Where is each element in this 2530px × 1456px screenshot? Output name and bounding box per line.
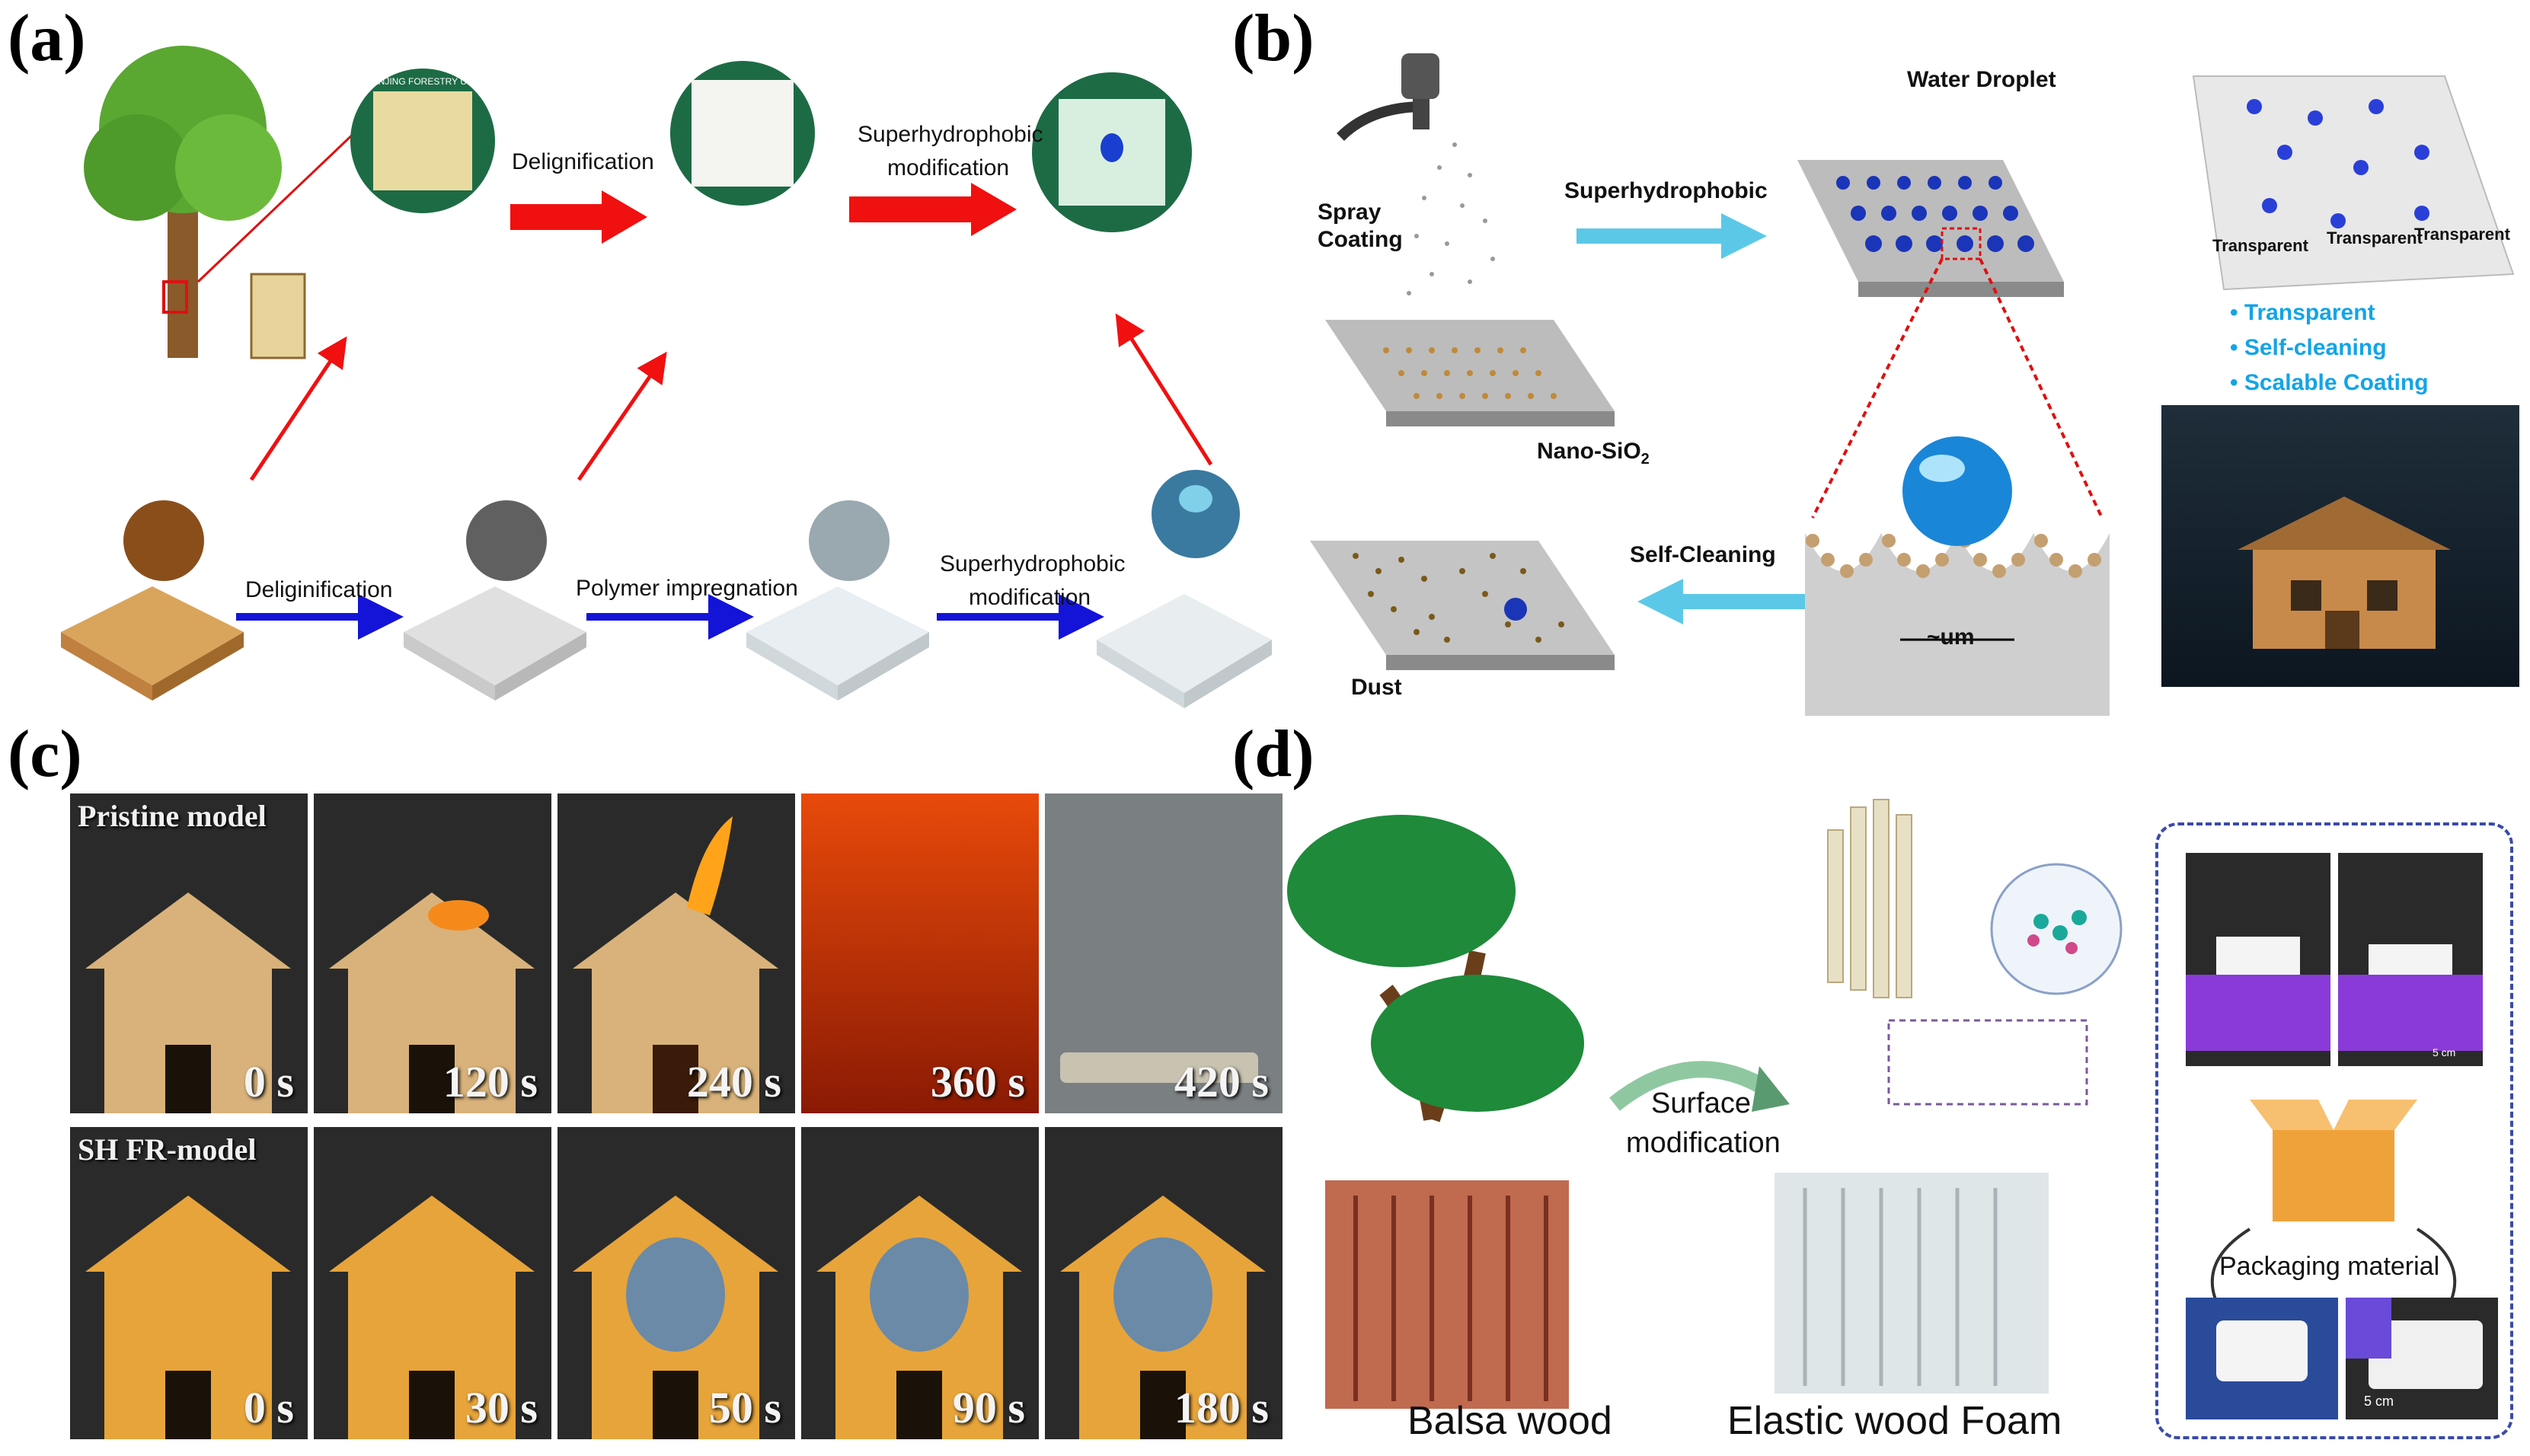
shfr-180s: 180 s bbox=[1045, 1127, 1283, 1439]
red-arrow-modification bbox=[849, 183, 1017, 236]
wood-foam-illustration bbox=[1775, 799, 2123, 1394]
compress-photo-1 bbox=[2186, 853, 2330, 1066]
house-shfr-char-2 bbox=[816, 1196, 1022, 1439]
shfr-30s: 30 s bbox=[314, 1127, 551, 1439]
surface-label-1: Surface bbox=[1651, 1087, 1751, 1119]
balsa-wood-label: Balsa wood bbox=[1407, 1399, 1612, 1443]
wood-foam-label: Elastic wood Foam bbox=[1727, 1399, 2062, 1443]
step-superhydrophobic-2: Superhydrophobic bbox=[940, 551, 1126, 576]
impregnated-block bbox=[746, 497, 929, 701]
step-modification: modification bbox=[887, 155, 1010, 180]
nano-sio2-label: Nano-SiO2 bbox=[1537, 439, 1650, 468]
self-cleaning-label: Self-Cleaning bbox=[1630, 542, 1776, 567]
wood-veneer-photo bbox=[350, 69, 495, 213]
transparent-word-1: Transparent bbox=[2212, 236, 2308, 255]
time-label: 180 s bbox=[1174, 1383, 1269, 1432]
water-droplet-label: Water Droplet bbox=[1907, 67, 2056, 92]
house-shfr bbox=[85, 1196, 291, 1439]
dust-label: Dust bbox=[1351, 675, 1402, 700]
transparent-sheet bbox=[2192, 75, 2515, 291]
house-flames bbox=[573, 816, 778, 1113]
spray-particles bbox=[1407, 142, 1495, 295]
time-label: 30 s bbox=[465, 1383, 538, 1432]
shfr-label: SH FR-model bbox=[78, 1132, 257, 1167]
step-superhydrophobic: Superhydrophobic bbox=[858, 122, 1043, 147]
step-polymer-impregnation: Polymer impregnation bbox=[576, 576, 798, 601]
surface-label-2: modification bbox=[1626, 1127, 1781, 1159]
spray-gun-icon bbox=[1337, 53, 1439, 142]
panel-b-letter: (b) bbox=[1232, 2, 1315, 75]
house-shfr-2 bbox=[329, 1196, 535, 1439]
panel-c-letter: (c) bbox=[8, 717, 82, 791]
logo-text-1: NANJING FORESTRY UNIVERSITY bbox=[366, 76, 516, 87]
panel-a-letter: (a) bbox=[8, 2, 86, 75]
packaging-inset: 5 cm Packaging material 5 cm bbox=[2155, 822, 2513, 1439]
transparent-word-3: Transparent bbox=[2414, 225, 2510, 244]
shfr-90s: 90 s bbox=[801, 1127, 1039, 1439]
step-delignification: Delignification bbox=[512, 149, 654, 174]
pristine-0s: Pristine model 0 s bbox=[70, 793, 308, 1113]
feature-scalable-coating: • Scalable Coating bbox=[2230, 370, 2429, 395]
microstructure-droplet bbox=[1805, 436, 2110, 716]
pristine-120s: 120 s bbox=[314, 793, 551, 1113]
packaging-label: Packaging material bbox=[2219, 1252, 2440, 1281]
um-label: ~um bbox=[1927, 624, 1975, 650]
time-label: 50 s bbox=[708, 1383, 781, 1432]
pristine-360s: 360 s bbox=[801, 793, 1039, 1113]
time-label: 0 s bbox=[243, 1057, 294, 1106]
feature-self-cleaning: • Self-cleaning bbox=[2230, 335, 2387, 360]
dusty-surface bbox=[1310, 541, 1615, 670]
cyan-arrow-superhydrophobic bbox=[1576, 213, 1767, 259]
shfr-50s: 50 s bbox=[557, 1127, 795, 1439]
shfr-0s: SH FR-model 0 s bbox=[70, 1127, 308, 1439]
house-burning-start bbox=[329, 892, 535, 1113]
rain-house-photo bbox=[2161, 405, 2519, 687]
step-modification-2: modification bbox=[969, 585, 1091, 610]
foam-block-photo bbox=[2346, 1298, 2498, 1419]
box-icon bbox=[2250, 1100, 2417, 1221]
house-illustration bbox=[2238, 497, 2451, 649]
cyan-arrow-self-cleaning bbox=[1637, 579, 1805, 624]
pristine-label: Pristine model bbox=[78, 799, 267, 833]
scale-label-1: 5 cm bbox=[2433, 1046, 2456, 1058]
superhydrophobic-wood-photo bbox=[1032, 72, 1192, 232]
panel-d-letter: (d) bbox=[1232, 717, 1315, 791]
balsa-tree bbox=[1287, 815, 1584, 1409]
red-arrow-delignification bbox=[510, 190, 647, 244]
time-label: 360 s bbox=[930, 1057, 1025, 1106]
tree-illustration bbox=[84, 46, 306, 359]
time-label: 120 s bbox=[442, 1057, 538, 1106]
step-deliginification: Deliginification bbox=[245, 577, 393, 602]
foam-pieces-photo bbox=[2186, 1298, 2338, 1419]
superhydrophobic-block bbox=[1097, 467, 1272, 708]
pristine-420s: 420 s bbox=[1045, 793, 1283, 1113]
superhydrophobic-label: Superhydrophobic bbox=[1564, 178, 1768, 203]
transparent-word-2: Transparent bbox=[2327, 228, 2423, 247]
time-label: 240 s bbox=[686, 1057, 781, 1106]
pristine-240s: 240 s bbox=[557, 793, 795, 1113]
house-pristine bbox=[85, 892, 291, 1113]
time-label: 420 s bbox=[1174, 1057, 1269, 1106]
delignified-wood-photo bbox=[670, 61, 815, 206]
spray-label-2: Coating bbox=[1318, 227, 1403, 252]
house-shfr-char-3 bbox=[1060, 1196, 1266, 1439]
delignified-block bbox=[404, 497, 586, 701]
substrate-nano-sio2 bbox=[1325, 320, 1615, 426]
feature-transparent: • Transparent bbox=[2230, 300, 2375, 325]
natural-wood-block bbox=[61, 497, 244, 701]
superhydrophobic-surface bbox=[1797, 160, 2064, 297]
time-label: 90 s bbox=[952, 1383, 1025, 1432]
house-shfr-char bbox=[573, 1196, 778, 1439]
green-curved-arrow bbox=[1609, 1061, 1790, 1112]
time-label: 0 s bbox=[243, 1383, 294, 1432]
spray-label-1: Spray bbox=[1318, 200, 1382, 225]
compress-photo-2 bbox=[2338, 853, 2483, 1066]
scale-label-2: 5 cm bbox=[2364, 1394, 2394, 1409]
